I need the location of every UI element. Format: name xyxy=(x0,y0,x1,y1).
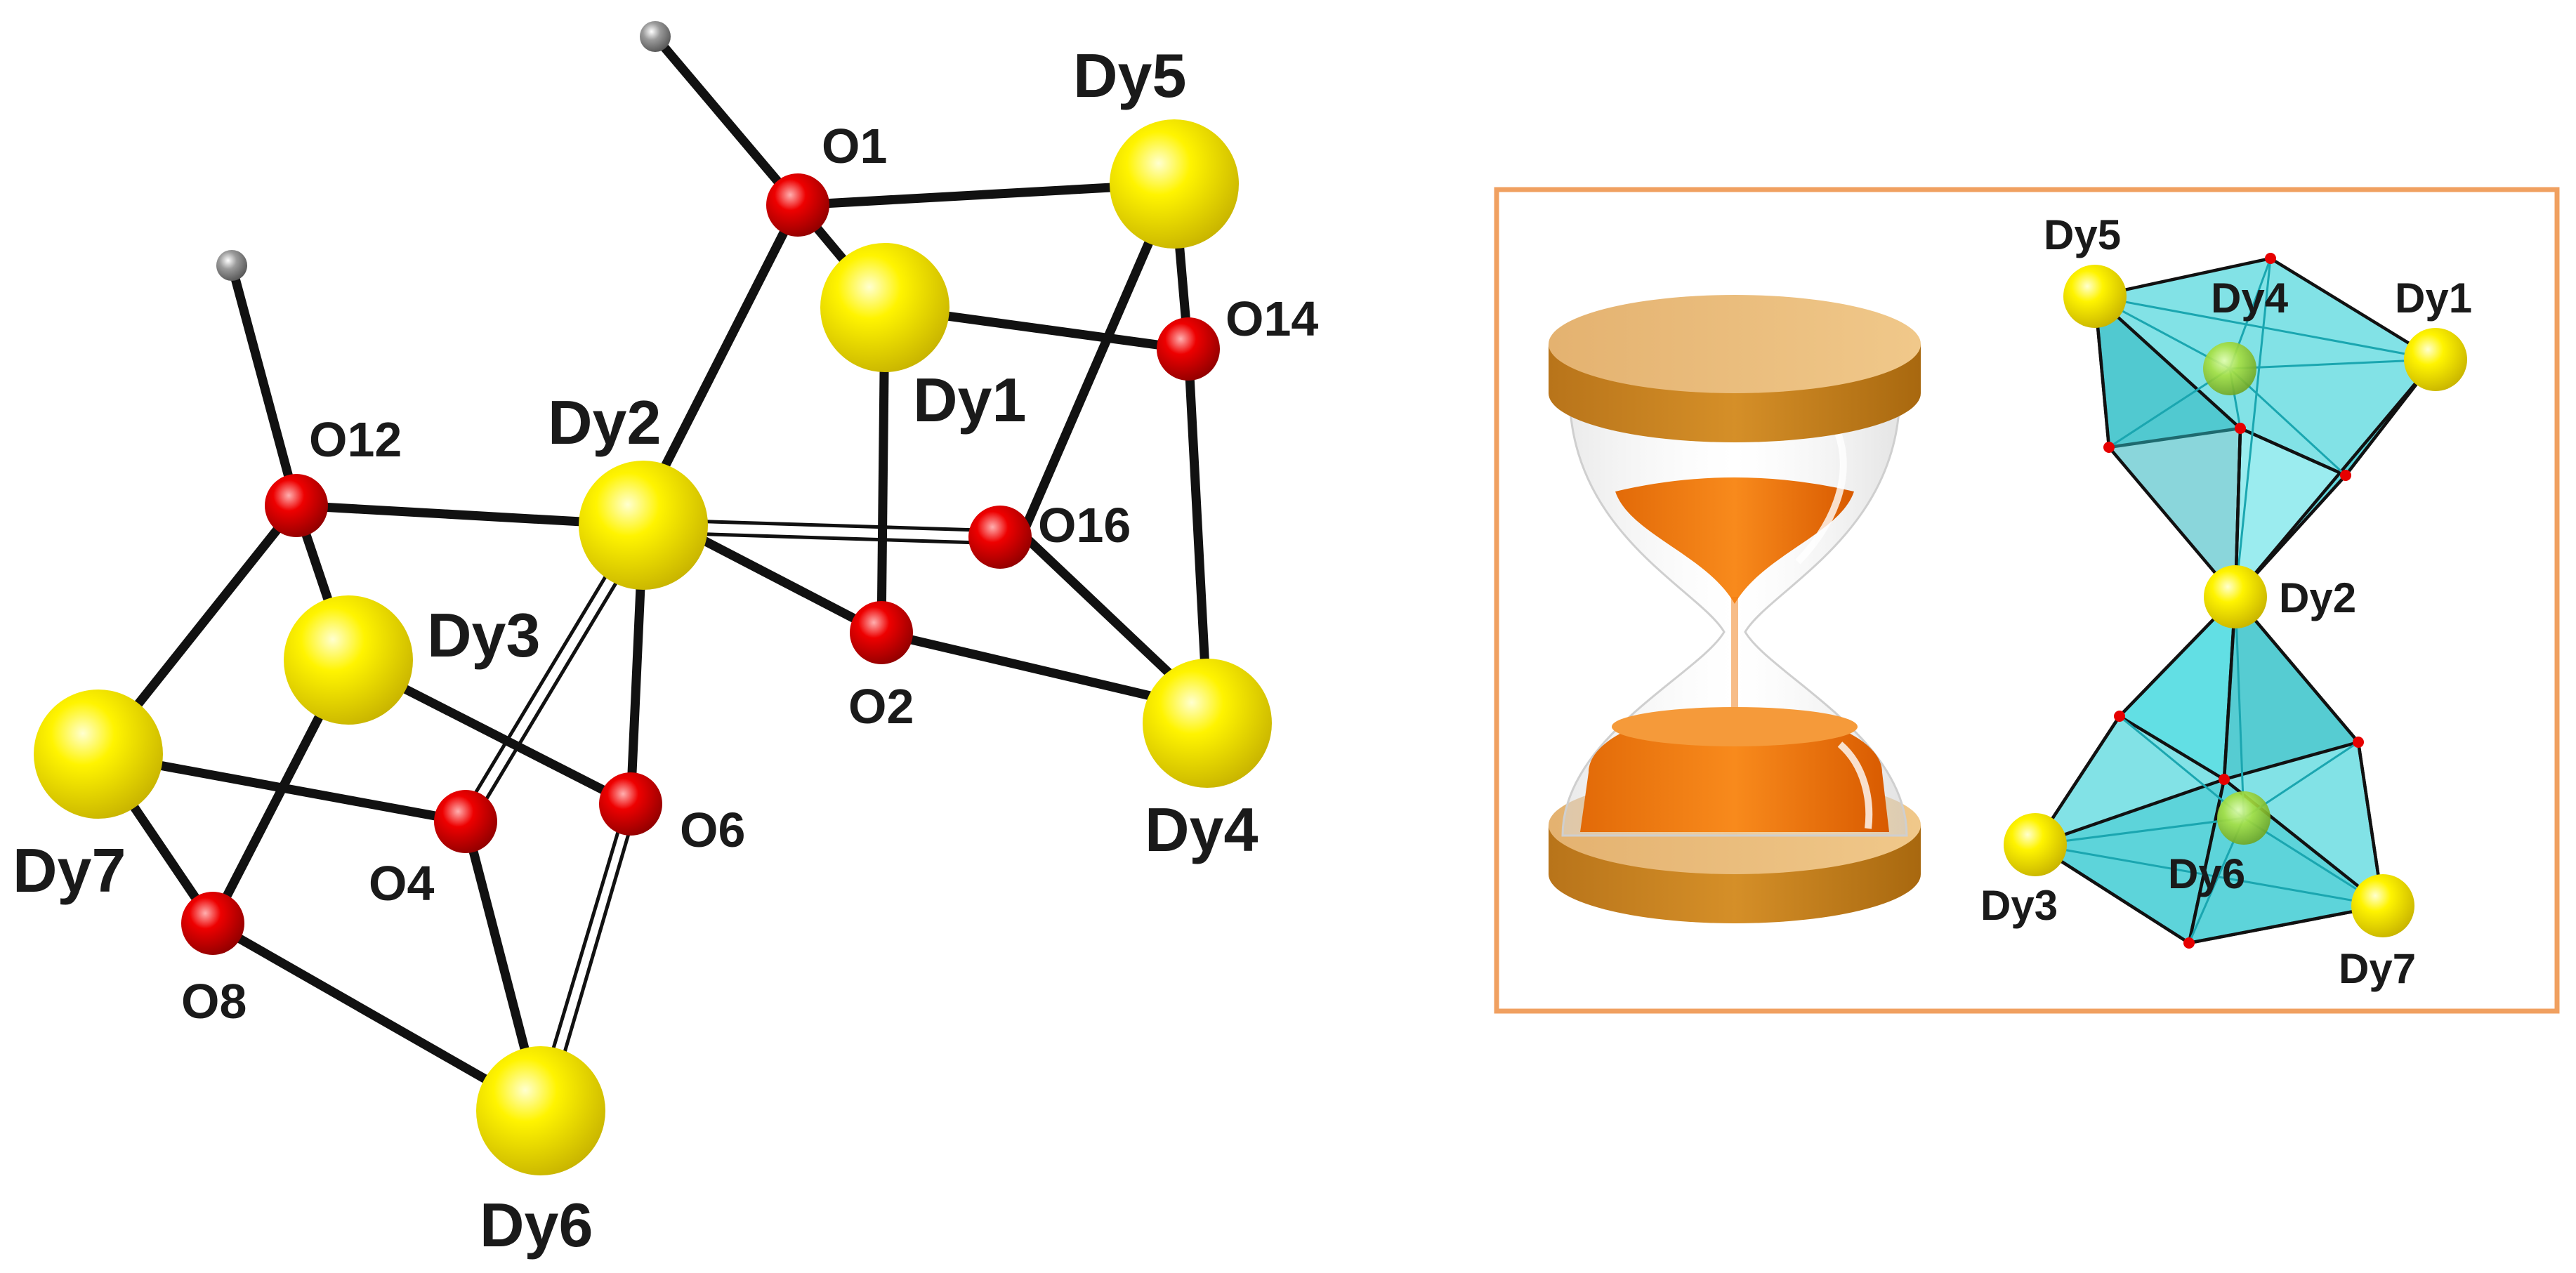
inset-label-dy5: Dy5 xyxy=(2044,211,2121,258)
atom-o12 xyxy=(265,474,328,537)
inset-atom-dy4 xyxy=(2203,342,2256,395)
label-o1: O1 xyxy=(822,119,887,173)
label-o8: O8 xyxy=(181,974,247,1029)
label-o12: O12 xyxy=(309,412,402,467)
atom-dy6 xyxy=(476,1046,605,1175)
label-o6: O6 xyxy=(680,803,745,857)
atom-o16 xyxy=(968,506,1032,569)
atom-o4 xyxy=(434,790,497,853)
label-dy2: Dy2 xyxy=(548,388,661,457)
label-o16: O16 xyxy=(1038,498,1131,553)
atom-o1 xyxy=(766,173,829,237)
cluster-structure: Dy5 Dy1 Dy2 Dy3 Dy4 Dy6 Dy7 O1 O2 O4 O6 … xyxy=(13,21,1318,1260)
bond-o12-h xyxy=(227,260,301,510)
atom-dy7 xyxy=(34,690,163,819)
inset-panel: Dy5 Dy4 Dy1 Dy2 Dy6 Dy3 Dy7 xyxy=(1494,187,2560,1014)
bonds xyxy=(93,179,1212,1116)
hydrogen-atom xyxy=(640,21,671,52)
atom-dy4 xyxy=(1143,659,1272,788)
polyhedra-diagram: Dy5 Dy4 Dy1 Dy2 Dy6 Dy3 Dy7 xyxy=(1980,211,2472,992)
label-dy7: Dy7 xyxy=(13,836,126,905)
atom-o8 xyxy=(181,892,244,955)
atom-dy1 xyxy=(820,243,949,372)
label-dy4: Dy4 xyxy=(1145,795,1258,864)
hydrogen-atom xyxy=(216,250,247,281)
inset-atom-dy2 xyxy=(2204,565,2267,628)
hourglass-icon xyxy=(1549,295,1921,923)
label-o4: O4 xyxy=(369,856,434,911)
inset-label-dy4: Dy4 xyxy=(2211,275,2289,322)
atom-dy2 xyxy=(579,461,708,590)
atom-dy5 xyxy=(1110,119,1239,249)
label-dy1: Dy1 xyxy=(913,365,1026,435)
inset-label-dy2: Dy2 xyxy=(2279,574,2356,621)
inset-label-dy1: Dy1 xyxy=(2395,275,2472,322)
inset-atom-dy3 xyxy=(2004,813,2067,876)
label-dy6: Dy6 xyxy=(480,1190,593,1260)
label-o14: O14 xyxy=(1225,291,1318,346)
atom-dy3 xyxy=(284,595,413,725)
inset-label-dy6: Dy6 xyxy=(2168,850,2245,897)
inset-atom-dy5 xyxy=(2063,265,2127,328)
inset-atom-dy6 xyxy=(2217,791,2271,845)
inset-label-dy7: Dy7 xyxy=(2339,945,2416,992)
bond-o1-h xyxy=(650,32,803,210)
atom-o14 xyxy=(1157,317,1220,381)
atom-o2 xyxy=(850,601,913,664)
inset-atom-dy1 xyxy=(2404,328,2467,391)
label-o2: O2 xyxy=(848,679,914,734)
label-dy3: Dy3 xyxy=(427,600,540,670)
inset-atom-dy7 xyxy=(2351,874,2414,937)
atom-o6 xyxy=(599,772,662,836)
inset-label-dy3: Dy3 xyxy=(1980,882,2058,929)
label-dy5: Dy5 xyxy=(1073,41,1186,110)
